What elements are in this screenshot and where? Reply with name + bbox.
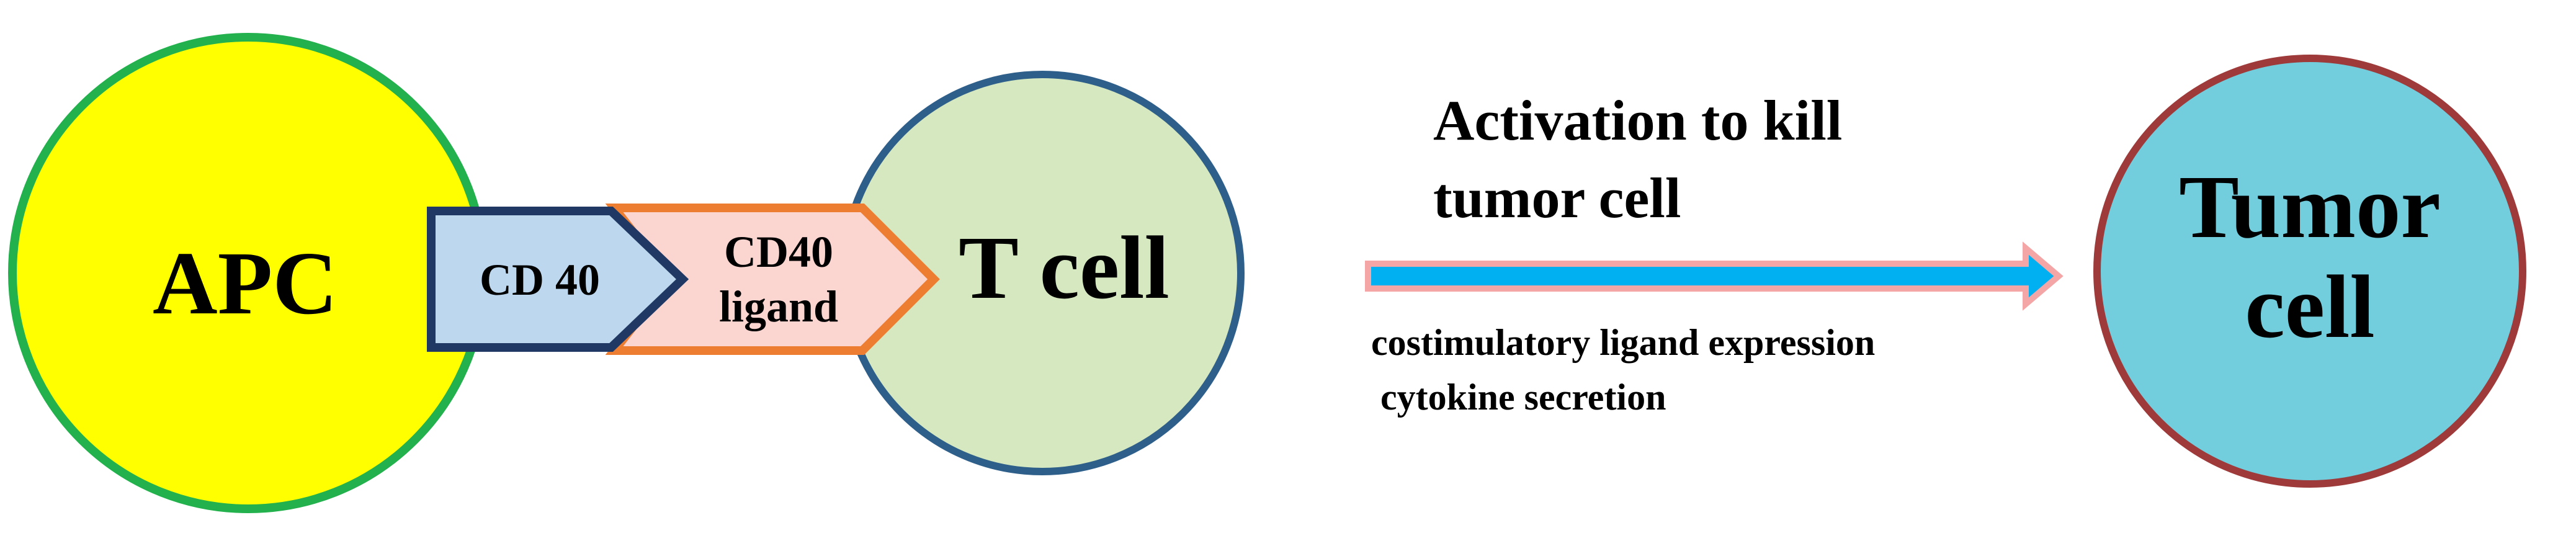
- activation-arrow: [1368, 248, 2059, 304]
- cd40-ligand-label-line1: CD40: [724, 227, 833, 277]
- cd40-receptor: CD 40: [427, 207, 689, 352]
- cd40-ligand-label-line2: ligand: [719, 282, 838, 331]
- cd40-label: CD 40: [480, 255, 600, 305]
- tumor-cell-outline: [2093, 55, 2526, 488]
- tumor-cell-label-line1: Tumor: [2179, 158, 2441, 257]
- tumor-cell-label-line2: cell: [2245, 258, 2374, 357]
- cd40-shape: [431, 211, 682, 347]
- apc-cell: APC: [8, 33, 488, 513]
- t-cell-label: T cell: [959, 218, 1169, 318]
- tumor-cell: Tumor cell: [2093, 55, 2526, 488]
- tumor-cell-circle: [2097, 58, 2523, 484]
- apc-label: APC: [153, 234, 338, 333]
- cd40-outline: [427, 207, 689, 352]
- arrow-title-line1: Activation to kill: [1433, 89, 1842, 152]
- activation-arrow-group: Activation to kill tumor cell costimulat…: [1365, 89, 2064, 418]
- apc-circle: [12, 37, 484, 509]
- arrow-title-line2: tumor cell: [1433, 166, 1681, 230]
- t-cell-circle: [844, 74, 1241, 472]
- arrow-caption-line2: cytokine secretion: [1380, 377, 1666, 418]
- arrow-caption-line1: costimulatory ligand expression: [1371, 322, 1875, 363]
- cd40-ligand-shape: [614, 208, 934, 351]
- activation-arrow-outline: [1365, 241, 2064, 311]
- t-cell: T cell: [840, 71, 1245, 475]
- cd40-ligand-receptor: CD40 ligand: [605, 204, 940, 355]
